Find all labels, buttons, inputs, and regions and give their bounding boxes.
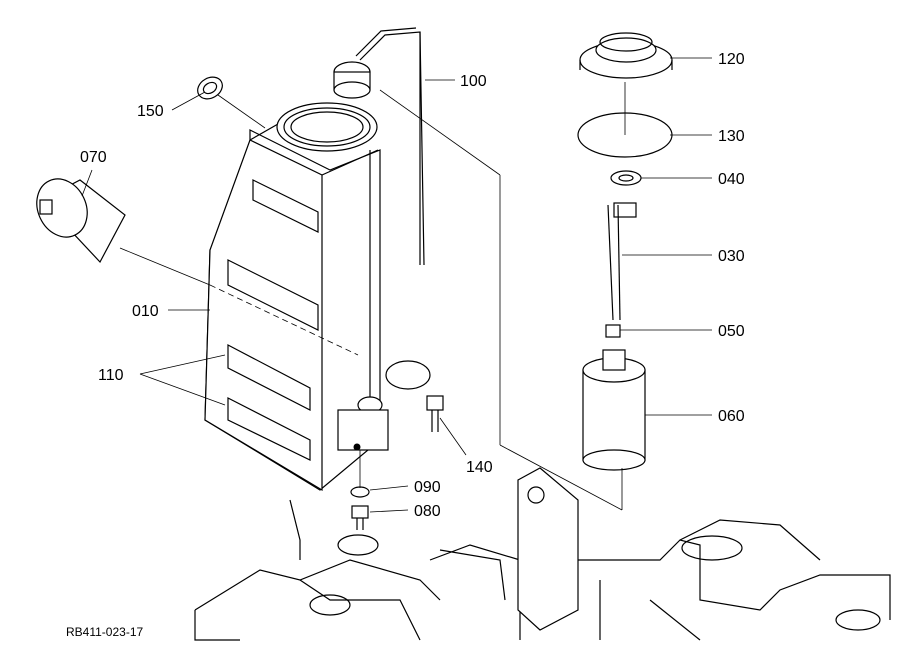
washer-040 (610, 170, 642, 186)
machine-frame (194, 467, 891, 641)
part-label-130: 130 (718, 128, 745, 145)
drawing-reference-code: RB411-023-17 (66, 625, 143, 639)
part-label-030: 030 (718, 248, 745, 265)
part-label-120: 120 (718, 51, 745, 68)
filter-070 (36, 178, 126, 264)
rod-030 (607, 202, 637, 321)
leader-lines (81, 57, 712, 513)
part-label-150: 150 (137, 103, 164, 120)
hydraulic-tank (204, 61, 431, 492)
cap-120 (579, 32, 673, 79)
nut-050 (605, 324, 621, 338)
part-label-010: 010 (132, 303, 159, 320)
part-label-060: 060 (718, 408, 745, 425)
return-pipe (355, 27, 425, 266)
part-label-140: 140 (466, 459, 493, 476)
part-label-050: 050 (718, 323, 745, 340)
element-060 (582, 349, 646, 471)
grommet-150 (197, 76, 223, 100)
washer-090 (350, 486, 370, 498)
part-label-110: 110 (98, 367, 124, 384)
part-label-090: 090 (414, 479, 441, 496)
part-label-070: 070 (80, 149, 107, 166)
bolt-080 (351, 505, 369, 530)
part-label-040: 040 (718, 171, 745, 188)
part-label-080: 080 (414, 503, 441, 520)
part-label-100: 100 (460, 73, 487, 90)
bolt-140 (426, 395, 444, 432)
